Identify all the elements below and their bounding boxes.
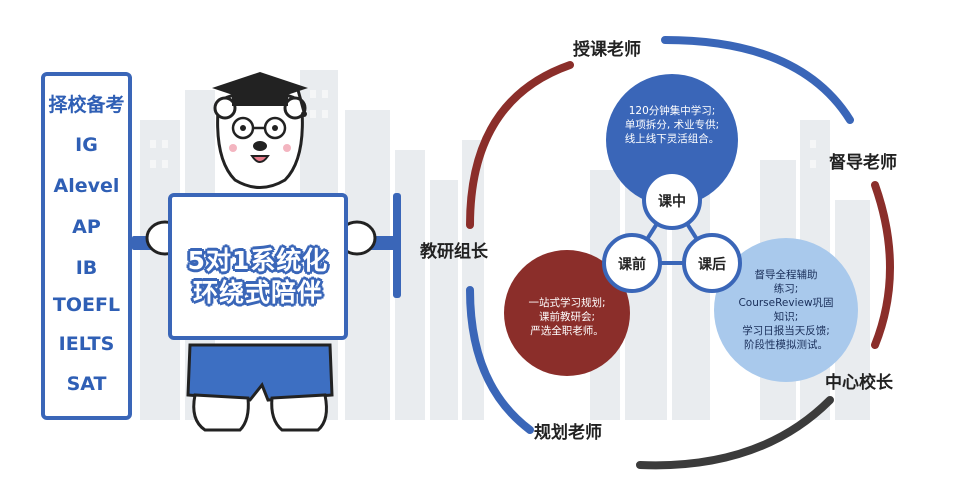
bubble-after [714,238,858,382]
bubble-after-line-5: 学习日报当天反馈; [742,325,830,337]
hub-after [682,233,742,293]
bubble-after-text: 督导全程辅助 练习; CourseReview巩固 知识; 学习日报当天反馈; … [722,268,850,352]
sign-line-2: 环绕式陪伴 [192,278,323,307]
exam-item-ig: IG [75,134,98,156]
exam-item-sat: SAT [66,373,107,395]
exam-item-ap: AP [72,216,101,238]
exam-item-alevel: Alevel [53,175,120,197]
hub-before [602,233,662,293]
hub-during [642,170,702,230]
stage-during-label: 课中 [658,194,686,210]
bubble-before-line-3: 严选全职老师。 [530,325,604,337]
bubble-after-line-2: 练习; [773,283,799,295]
bubble-before [504,250,630,376]
stage-before-label: 课前 [618,257,646,273]
arc-right [871,181,894,349]
bubble-during [606,74,738,206]
exam-prep-panel: 择校备考 IG Alevel AP IB TOEFL IELTS SAT [41,72,132,420]
bubble-after-line-1: 督导全程辅助 [754,269,818,281]
role-supervisor-teacher: 督导老师 [829,153,897,173]
arc-bottom-left [466,286,534,434]
arc-bottom-right [636,396,834,470]
role-teaching-teacher: 授课老师 [573,40,641,60]
exam-item-toefl: TOEFL [52,294,121,316]
bubble-during-line-3: 线上线下灵活组合。 [624,133,720,145]
bubble-before-text: 一站式学习规划; 课前教研会; 严选全职老师。 [511,296,623,338]
exam-item-ib: IB [75,257,98,279]
role-center-principal: 中心校长 [825,373,893,393]
role-planning-teacher: 规划老师 [534,423,602,443]
bubble-during-text: 120分钟集中学习; 单项拆分, 术业专供; 线上线下灵活组合。 [610,104,734,146]
bubble-after-line-3: CourseReview巩固 [738,297,834,309]
role-research-lead: 教研组长 [420,242,488,262]
arc-top-right [661,36,854,124]
companion-sign: 5对1系统化 环绕式陪伴 [168,193,348,340]
bubble-during-line-2: 单项拆分, 术业专供; [624,119,720,131]
bubble-after-line-6: 阶段性模拟测试。 [744,339,828,351]
bubble-after-line-4: 知识; [773,311,799,323]
stage-after-label: 课后 [698,257,726,273]
bubble-during-line-1: 120分钟集中学习; [628,105,716,117]
arc-top-left [466,61,574,229]
exam-item-ielts: IELTS [58,333,115,355]
bubble-before-line-2: 课前教研会; [538,311,596,323]
exam-prep-title: 择校备考 [48,94,125,116]
bubble-before-line-1: 一站式学习规划; [528,297,606,309]
sign-line-1: 5对1系统化 [187,246,329,275]
